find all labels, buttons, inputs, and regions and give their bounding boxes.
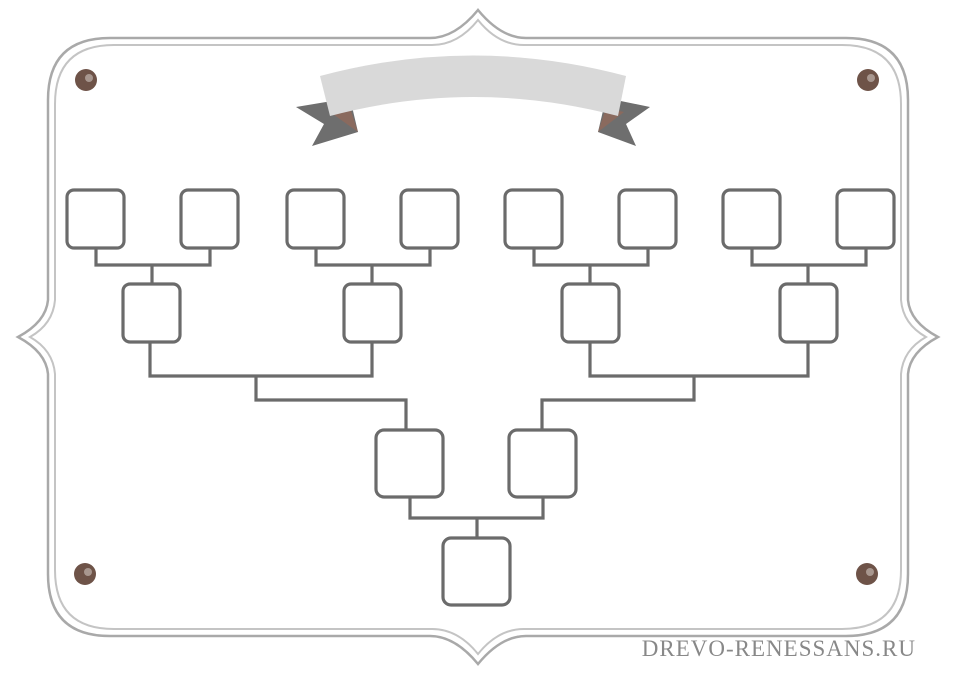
frame-outer (15, 8, 941, 666)
connector-gen3-left (148, 342, 408, 430)
person-box-gen4-4[interactable] (399, 188, 460, 250)
person-box-gen3-1[interactable] (121, 282, 182, 344)
person-box-gen3-4[interactable] (778, 282, 839, 344)
person-box-gen4-6[interactable] (617, 188, 678, 250)
connector-gen2 (408, 497, 545, 538)
person-box-gen1-1[interactable] (441, 536, 512, 607)
person-box-gen4-7[interactable] (721, 188, 782, 250)
connector-gen4-pair-3 (532, 248, 650, 284)
connector-gen3-right (540, 342, 810, 430)
banner-ribbon (320, 55, 626, 116)
person-box-gen4-2[interactable] (179, 188, 240, 250)
site-watermark: DREVO-RENESSANS.RU (641, 636, 916, 661)
connector-gen4-pair-2 (314, 248, 432, 284)
person-box-gen4-3[interactable] (285, 188, 346, 250)
connector-gen4-pair-1 (94, 248, 212, 284)
person-box-gen4-8[interactable] (835, 188, 896, 250)
person-box-gen2-2[interactable] (507, 428, 578, 499)
connector-gen4-pair-4 (750, 248, 868, 284)
person-box-gen4-1[interactable] (65, 188, 126, 250)
person-box-gen2-1[interactable] (374, 428, 445, 499)
frame-inner (27, 18, 929, 656)
pin-top-left (75, 69, 97, 91)
pin-top-right (857, 69, 879, 91)
connectors (94, 248, 868, 538)
person-box-gen4-5[interactable] (503, 188, 564, 250)
person-boxes (65, 188, 896, 607)
person-box-gen3-2[interactable] (342, 282, 403, 344)
pin-bottom-left (74, 563, 96, 585)
pin-bottom-right (856, 563, 878, 585)
title-banner (296, 55, 650, 146)
person-box-gen3-3[interactable] (560, 282, 621, 344)
